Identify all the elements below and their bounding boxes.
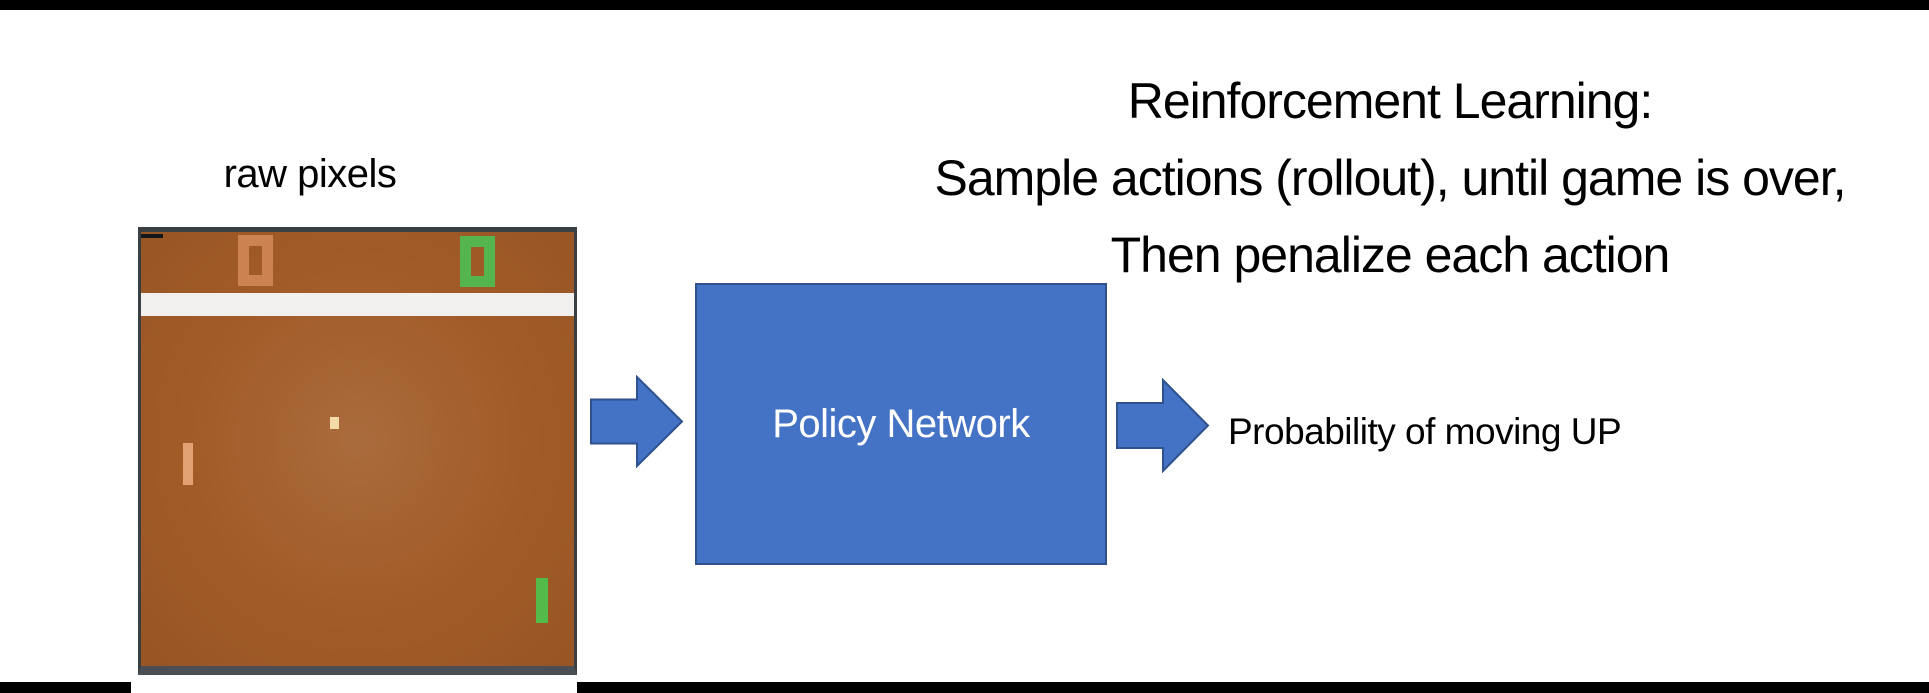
slide-title-line-1: Reinforcement Learning:	[1127, 73, 1654, 129]
pong-divider-band	[141, 293, 574, 316]
pong-game-image	[138, 227, 577, 675]
slide-title-line-3: Then penalize each action	[1110, 227, 1671, 283]
input-arrow-icon	[590, 375, 684, 468]
output-arrow-icon	[1116, 378, 1210, 473]
policy-network-label: Policy Network	[772, 401, 1030, 446]
bottom-black-bar-right	[577, 682, 1929, 693]
pong-right-score-zero	[460, 236, 495, 287]
pong-left-paddle	[183, 443, 193, 485]
input-arrow-shape	[590, 375, 684, 468]
raw-pixels-caption: raw pixels	[223, 152, 397, 196]
pong-top-left-artifact	[141, 234, 163, 238]
output-arrow-shape	[1116, 378, 1210, 473]
pong-right-paddle	[536, 578, 548, 623]
top-black-bar	[0, 0, 1929, 10]
pong-playfield	[141, 232, 574, 666]
pong-left-score-zero	[238, 235, 273, 286]
bottom-black-bar-left	[0, 682, 131, 693]
pong-ball	[330, 417, 339, 429]
slide-title: Reinforcement Learning: Sample actions (…	[790, 63, 1929, 294]
probability-output-label: Probability of moving UP	[1228, 411, 1622, 452]
slide-title-line-2: Sample actions (rollout), until game is …	[934, 150, 1847, 206]
policy-network-box: Policy Network	[695, 283, 1107, 565]
